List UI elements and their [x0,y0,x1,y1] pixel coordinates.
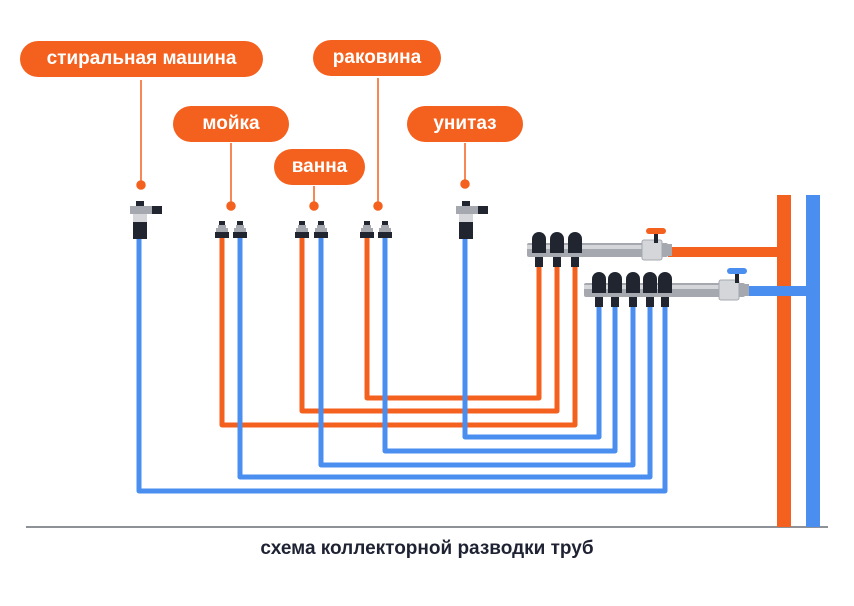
label-toilet: унитаз [407,106,523,142]
fixture-fittings [130,201,488,239]
fitting-icon [295,221,309,238]
tap-icon [456,201,488,239]
cold-feed-pipe [745,286,809,296]
diagram-caption: схема коллекторной разводки труб [260,538,594,559]
valve-handle-icon [727,268,747,274]
fitting-icon [314,221,328,238]
cold-pipe-bath [318,235,636,468]
hot-pipe-bath [299,235,560,414]
hot-manifold [527,228,672,267]
hot-pipe-sink-kitchen [219,235,578,428]
label-sink-kitchen: мойка [173,106,289,142]
label-washing-machine: стиральная машина [20,41,263,77]
cold-pipe-washbasin [382,235,618,454]
fitting-icon [215,221,229,238]
hot-riser [777,195,791,527]
hot-branches [219,235,578,428]
cold-branches [136,235,668,494]
valve-handle-icon [646,228,666,234]
hot-pipe-washbasin [364,235,542,401]
cold-pipe-toilet [462,235,602,440]
label-leaders [136,78,470,211]
label-washbasin: раковина [313,40,441,76]
hot-feed-pipe [668,247,780,257]
cold-manifold [584,268,749,307]
label-bath: ванна [274,149,365,185]
fitting-icon [378,221,392,238]
fitting-icon [360,221,374,238]
cold-riser [806,195,820,527]
cold-pipe-washing-machine [136,235,668,494]
fitting-icon [233,221,247,238]
cold-pipe-sink-kitchen [237,235,653,480]
manifolds [527,228,749,307]
tap-icon [130,201,162,239]
